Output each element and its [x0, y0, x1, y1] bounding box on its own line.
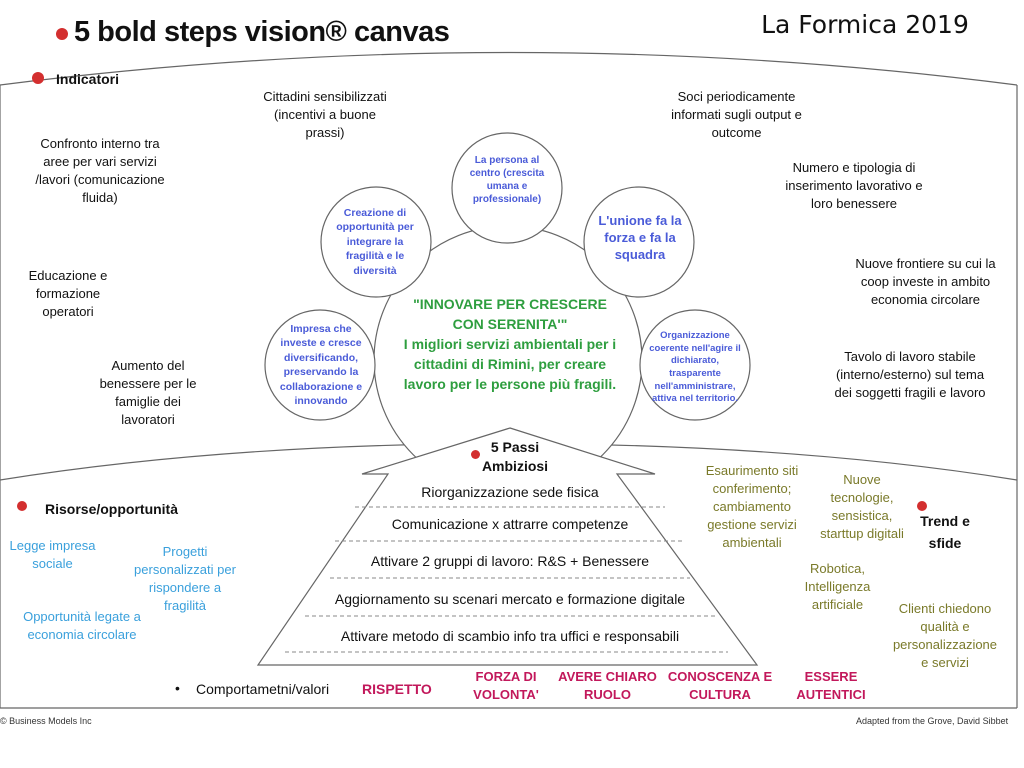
steps-house [256, 427, 759, 666]
values-bullet-icon: • [175, 680, 180, 696]
horizon-right [564, 443, 1018, 481]
value-item: AVERE CHIARO RUOLO [558, 669, 657, 702]
trend-item: Clienti chiedono qualità e personalizzaz… [892, 601, 998, 670]
title-bullet-icon [56, 28, 68, 40]
indicators-bullet-icon [32, 72, 44, 84]
resource-item: Legge impresa sociale [9, 538, 96, 571]
vision-statement: "INNOVARE PER CRESCERE CON SERENITA'" I … [398, 294, 622, 394]
indicator-item: Numero e tipologia di inserimento lavora… [785, 160, 923, 211]
indicator-item: Cittadini sensibilizzati (incentivi a bu… [263, 89, 387, 140]
step-item: Riorganizzazione sede fisica [421, 484, 599, 500]
outer-arc [0, 51, 1018, 86]
footer-copyright: © Business Models Inc [0, 716, 92, 726]
indicator-item: Aumento del benessere per le famiglie de… [99, 358, 197, 427]
circle-text-opportunity: Creazione di opportunità per integrare l… [336, 206, 414, 277]
resources-bullet-icon [17, 501, 27, 511]
circle-text-person: La persona al centro (crescita umana e p… [469, 155, 545, 205]
trends-heading: Trend e sfide [920, 513, 970, 551]
indicator-item: Confronto interno tra aree per vari serv… [35, 136, 165, 205]
value-circle-4 [264, 309, 376, 421]
circle-text-union: L'unione fa la forza e fa la squadra [598, 212, 682, 262]
value-item: RISPETTO [362, 681, 432, 697]
horizon-left [0, 443, 446, 481]
footer-credit: Adapted from the Grove, David Sibbet [856, 716, 1009, 726]
trend-item: Nuove tecnologie, sensistica, starttup d… [820, 472, 904, 541]
step-item: Aggiornamento su scenari mercato e forma… [334, 591, 686, 607]
resource-item: Opportunità legate a economia circolare [23, 609, 141, 642]
step-item: Attivare metodo di scambio info tra uffi… [340, 628, 680, 644]
circle-text-organization: Organizzazione coerente nell'agire il di… [649, 329, 741, 405]
value-circle-5 [639, 309, 751, 421]
indicator-item: Educazione e formazione operatori [28, 268, 108, 319]
resource-item: Progetti personalizzati per rispondere a… [134, 544, 236, 613]
resources-heading: Risorse/opportunità [45, 501, 179, 517]
page-title: 5 bold steps vision® canvas [74, 16, 450, 48]
value-circle-2 [320, 186, 432, 298]
step-item: Attivare 2 gruppi di lavoro: R&S + Benes… [370, 553, 650, 569]
values-label: Comportametni/valori [196, 681, 330, 697]
trends-bullet-icon [917, 501, 927, 511]
value-item: FORZA DI VOLONTA' [473, 669, 539, 702]
circle-text-enterprise: Impresa che investe e cresce diversifica… [279, 322, 363, 408]
value-circle-3 [583, 186, 695, 298]
vision-text: I migliori servizi ambientali per i citt… [403, 336, 617, 392]
indicator-item: Tavolo di lavoro stabile (interno/estern… [834, 349, 986, 400]
value-item: CONOSCENZA E CULTURA [667, 669, 773, 702]
indicators-heading: Indicatori [56, 71, 120, 87]
trend-item: Esaurimento siti conferimento; cambiamen… [705, 463, 799, 550]
indicator-item: Nuove frontiere su cui la coop investe i… [855, 256, 996, 307]
value-item: ESSERE AUTENTICI [796, 669, 866, 702]
step-item: Comunicazione x attrarre competenze [391, 516, 629, 532]
project-year: La Formica 2019 [761, 10, 969, 39]
value-circle-1 [451, 132, 563, 244]
indicator-item: Soci periodicamente informati sugli outp… [671, 89, 802, 140]
steps-bullet-icon [471, 450, 480, 459]
vision-quote: "INNOVARE PER CRESCERE CON SERENITA'" [413, 296, 607, 332]
trend-item: Robotica, Intelligenza artificiale [804, 561, 871, 612]
steps-title: 5 Passi Ambiziosi [481, 439, 549, 474]
